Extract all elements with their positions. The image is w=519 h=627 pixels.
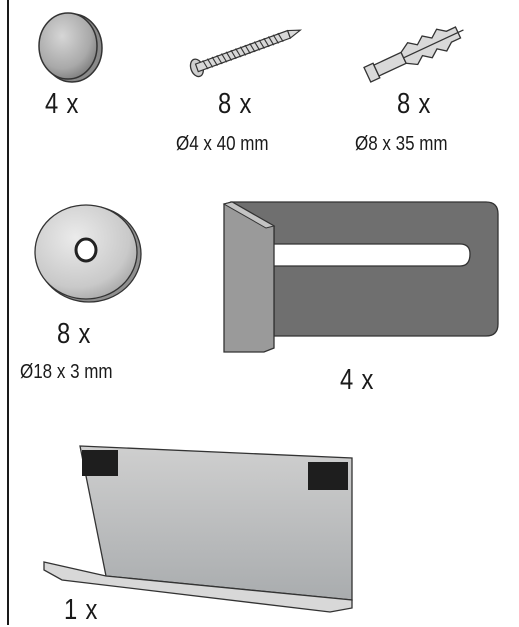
screw-dimension: Ø4 x 40 mm — [176, 133, 269, 155]
slotted-bracket-illustration — [222, 201, 499, 353]
washer-dimension: Ø18 x 3 mm — [20, 361, 113, 383]
left-mounting-pad — [82, 450, 118, 476]
slotted-bracket-quantity: 4 x — [340, 364, 375, 396]
wall-plug-illustration — [363, 26, 464, 83]
screw-illustration — [189, 29, 303, 78]
washer-quantity: 8 x — [57, 318, 92, 350]
screw-quantity: 8 x — [218, 88, 253, 120]
page-left-border — [7, 0, 9, 625]
wall-plug-dimension: Ø8 x 35 mm — [355, 133, 448, 155]
shelf-bracket-illustration — [43, 445, 353, 613]
washer-illustration — [34, 204, 142, 303]
shelf-bracket-quantity: 1 x — [64, 594, 99, 626]
right-mounting-pad — [308, 462, 348, 490]
wall-plug-quantity: 8 x — [397, 88, 432, 120]
bumper-quantity: 4 x — [45, 88, 80, 120]
bumper-illustration — [38, 12, 103, 83]
